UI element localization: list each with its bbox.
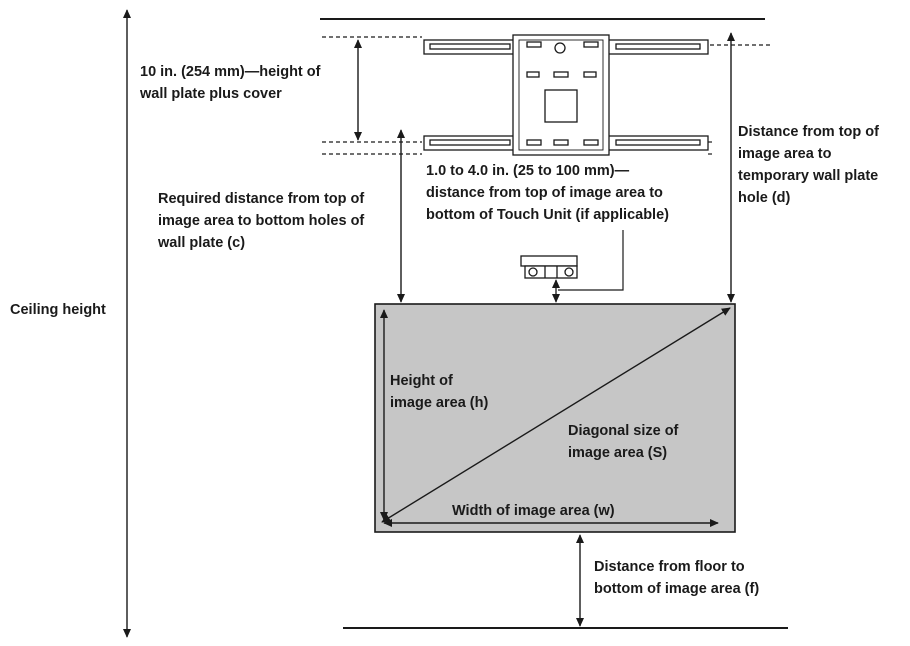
diagonal-s-arrow: [381, 307, 731, 523]
wall-plate-height-label: 10 in. (254 mm)—height of wall plate plu…: [140, 64, 321, 102]
height-h-label: Height of image area (h): [390, 373, 489, 411]
touch-unit-icon: [520, 255, 578, 279]
distance-f-label: Distance from floor to bottom of image a…: [594, 559, 760, 597]
touch-unit-leader-line: [558, 230, 624, 291]
width-w-label: Width of image area (w): [452, 503, 615, 519]
distance-c-label: Required distance from top of image area…: [158, 191, 365, 251]
touch-unit-distance-label: 1.0 to 4.0 in. (25 to 100 mm)— distance …: [426, 163, 669, 223]
ceiling-height-label: Ceiling height: [10, 302, 106, 318]
distance-d-label: Distance from top of image area to tempo…: [738, 124, 879, 206]
diagonal-s-label: Diagonal size of image area (S): [568, 423, 679, 461]
wall-mount-plate-icon: [423, 34, 709, 156]
